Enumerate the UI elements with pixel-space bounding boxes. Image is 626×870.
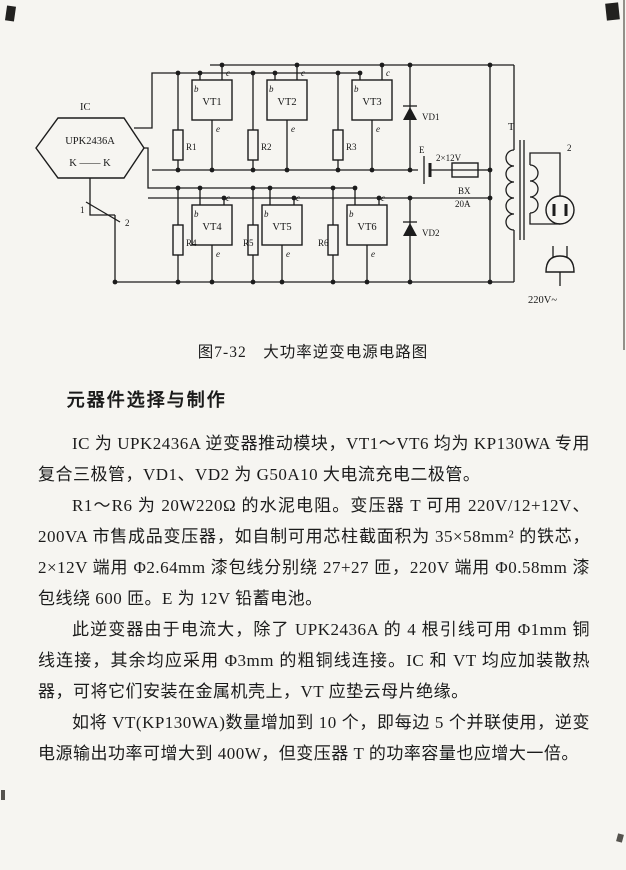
terminal-c: c <box>296 193 300 203</box>
ic-part-label: UPK2436A <box>65 136 115 147</box>
transistor-label-vt2: VT2 <box>277 97 296 108</box>
junction-dots <box>112 62 493 285</box>
scan-edge <box>623 0 625 350</box>
diode-label-vd2: VD2 <box>422 228 440 238</box>
resistor-bodies <box>172 129 344 256</box>
transistor-label-vt6: VT6 <box>357 222 376 233</box>
terminal-b: b <box>354 84 359 94</box>
socket-symbol <box>545 195 575 225</box>
fuse-rating-label: 20A <box>455 199 471 209</box>
terminal-b: b <box>264 209 269 219</box>
transformer-symbol <box>505 140 539 240</box>
terminal-b: b <box>269 84 274 94</box>
terminal-c: c <box>301 68 305 78</box>
circuit-wires <box>85 64 561 283</box>
resistor-label-r3: R3 <box>346 142 357 152</box>
transformer-label: T <box>508 122 515 133</box>
figure-caption: 图7-32 大功率逆变电源电路图 <box>197 344 429 361</box>
paragraph: IC 为 UPK2436A 逆变器推动模块，VT1～VT6 均为 KP130WA… <box>38 434 590 484</box>
paragraph: 如将 VT(KP130WA)数量增加到 10 个，即每边 5 个并联使用，逆变电… <box>38 713 590 763</box>
diode-vd1-symbol <box>403 105 417 120</box>
resistor-label-r5: R5 <box>243 238 254 248</box>
diode-vd2-symbol <box>403 221 417 236</box>
transistor-label-vt4: VT4 <box>202 222 222 233</box>
transistor-label-vt1: VT1 <box>202 97 221 108</box>
section-heading: 元器件选择与制作 <box>66 390 227 410</box>
resistor-label-r4: R4 <box>186 238 197 248</box>
terminal-e: e <box>286 249 290 259</box>
fuse-name-label: BX <box>458 186 471 196</box>
transistor-label-vt3: VT3 <box>362 97 381 108</box>
ic-pins-label: K —— K <box>69 158 111 169</box>
resistor-label-r6: R6 <box>318 238 329 248</box>
winding-label: 2×12V <box>436 153 462 163</box>
terminal-e: e <box>371 249 375 259</box>
resistor-label-r2: R2 <box>261 142 272 152</box>
transistor-label-vt5: VT5 <box>272 222 291 233</box>
fuse-symbol <box>451 162 479 178</box>
terminal-e: e <box>376 124 380 134</box>
terminal-c: c <box>381 193 385 203</box>
terminal-c: c <box>226 193 230 203</box>
paragraph: R1～R6 为 20W220Ω 的水泥电阻。变压器 T 可用 220V/12+1… <box>38 496 590 608</box>
ic-pin1-label: 1 <box>80 205 85 215</box>
terminal-b: b <box>194 209 199 219</box>
resistor-label-r1: R1 <box>186 142 197 152</box>
inverter-circuit-diagram: IC UPK2436A K —— K 1 2 VT1 VT2 VT3 VT4 V… <box>35 62 575 306</box>
output-voltage-label: 220V~ <box>528 295 557 306</box>
scan-artifact <box>616 833 624 843</box>
battery-label: E <box>419 145 425 155</box>
terminal-e: e <box>216 124 220 134</box>
ic-package <box>35 117 145 179</box>
terminal-b: b <box>349 209 354 219</box>
paragraph: 此逆变器由于电流大，除了 UPK2436A 的 4 根引线可用 Φ1mm 铜线连… <box>38 620 590 701</box>
ic-label: IC <box>80 102 91 113</box>
scan-artifact <box>1 790 5 800</box>
diode-label-vd1: VD1 <box>422 112 440 122</box>
terminal-c: c <box>386 68 390 78</box>
transformer-tap-label: 2 <box>567 143 572 153</box>
ic-pin2-label: 2 <box>125 218 130 228</box>
battery-symbol <box>423 156 432 184</box>
terminal-c: c <box>226 68 230 78</box>
terminal-e: e <box>291 124 295 134</box>
transistor-boxes <box>191 79 393 246</box>
article-body: 元器件选择与制作 IC 为 UPK2436A 逆变器推动模块，VT1～VT6 均… <box>38 372 590 769</box>
plug-symbol <box>545 246 575 286</box>
terminal-e: e <box>216 249 220 259</box>
terminal-b: b <box>194 84 199 94</box>
